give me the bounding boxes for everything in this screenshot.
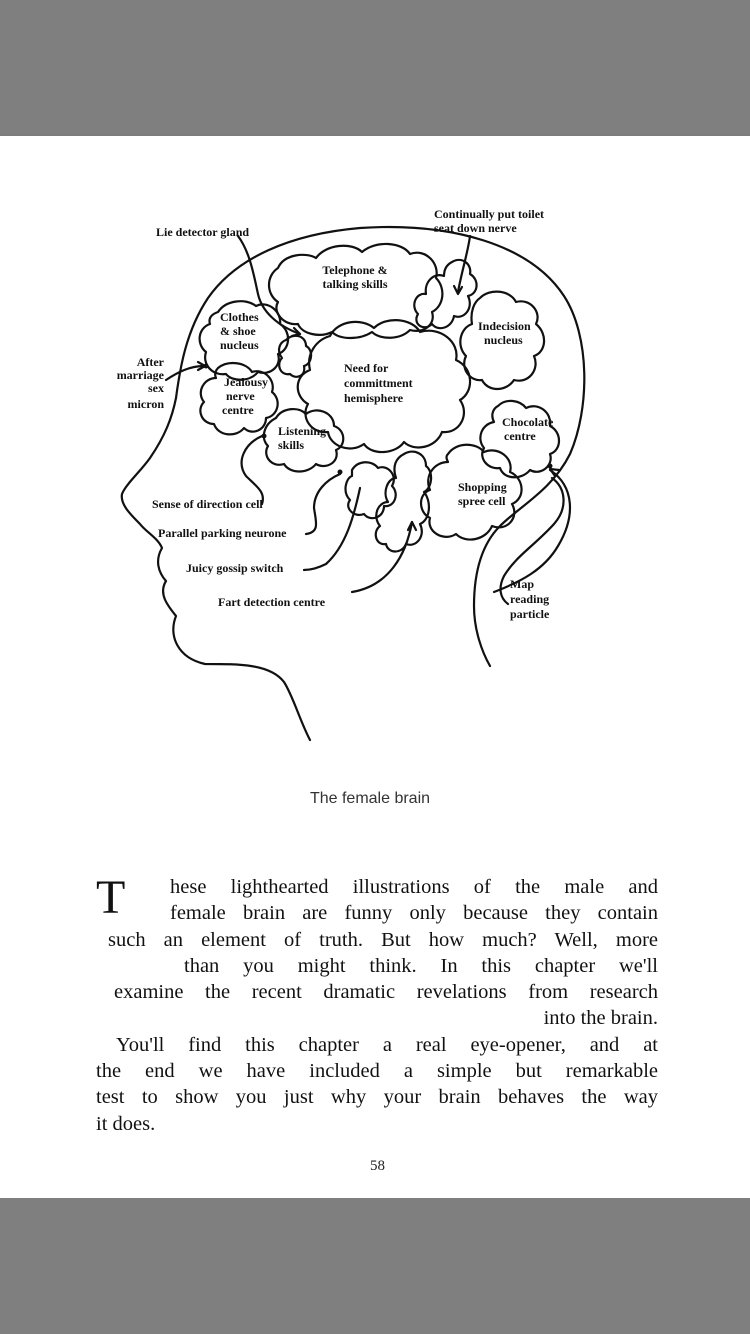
label-jealousy-1: Jealousy: [224, 375, 269, 389]
paragraph-1-line-4: than you might think. In this chapter we…: [184, 954, 658, 977]
label-shopping-1: Shopping: [458, 480, 507, 494]
toilet-lobe: [413, 258, 478, 330]
label-shopping-2: spree cell: [458, 494, 506, 508]
paragraph-1-line-5: examine the recent dramatic revelations …: [114, 981, 658, 1004]
paragraph-2-line-3: test to show you just why your brain beh…: [96, 1086, 658, 1109]
label-clothes-2: & shoe: [220, 324, 256, 338]
indecision-lobe: [459, 290, 546, 391]
label-listening-1: Listening: [278, 424, 327, 438]
label-indecision-2: nucleus: [484, 333, 523, 347]
pointer-after-marriage: [164, 364, 206, 382]
commitment-lobe: [296, 319, 472, 454]
drop-cap: T: [96, 871, 126, 924]
label-parking: Parallel parking neurone: [158, 526, 287, 540]
chocolate-lobe: [479, 399, 561, 479]
label-jealousy-2: nerve: [226, 389, 255, 403]
fart-lobe: [374, 450, 433, 553]
label-chocolate-2: centre: [504, 429, 536, 443]
label-map-1: Map: [510, 577, 534, 591]
label-telephone-2: talking skills: [322, 277, 388, 291]
label-commitment-1: Need for: [344, 361, 389, 375]
label-clothes-1: Clothes: [220, 310, 259, 324]
female-brain-illustration: Lie detector gland Continually put toile…: [0, 136, 750, 776]
label-telephone-1: Telephone &: [322, 263, 388, 277]
reader-bottom-bar: [0, 1198, 750, 1334]
pointer-lie-detector: [236, 234, 302, 336]
label-toilet-seat-1: Continually put toilet: [434, 207, 545, 221]
label-direction: Sense of direction cell: [152, 497, 263, 511]
dot-parking: [337, 469, 343, 475]
shopping-lobe: [419, 443, 523, 541]
ear-curve: [499, 476, 565, 606]
dot-map: [547, 463, 553, 469]
head-drawing: [120, 225, 586, 742]
label-commitment-3: hemisphere: [344, 391, 404, 405]
jealousy-lobe: [199, 362, 279, 436]
figure-caption: The female brain: [309, 790, 431, 807]
label-chocolate-1: Chocolate: [502, 415, 554, 429]
paragraph-2-line-4: it does.: [96, 1112, 156, 1135]
dot-direction: [261, 433, 267, 439]
label-gossip: Juicy gossip switch: [186, 561, 284, 575]
paragraph-1-line-2: female brain are funny only because they…: [170, 902, 658, 925]
paragraph-1-line-1: hese lighthearted illustrations of the m…: [170, 876, 658, 898]
label-after-marriage-4: micron: [127, 397, 164, 411]
label-jealousy-3: centre: [222, 403, 254, 417]
pointer-fart: [350, 520, 414, 594]
label-map-2: reading: [510, 592, 550, 606]
pointer-map: [492, 468, 571, 594]
label-toilet-seat-2: seat down nerve: [434, 221, 517, 235]
label-after-marriage-3: sex: [148, 381, 164, 395]
label-commitment-2: committment: [344, 376, 413, 390]
listening-lobe: [262, 408, 345, 473]
label-after-marriage-1: After: [136, 355, 164, 369]
paragraph-2-line-1: You'll find this chapter a real eye-open…: [116, 1033, 658, 1056]
paragraph-2-line-2: the end we have included a simple but re…: [96, 1060, 658, 1083]
label-listening-2: skills: [278, 438, 305, 452]
label-fart: Fart detection centre: [218, 595, 326, 609]
body-text: hese lighthearted illustrations of the m…: [96, 874, 658, 1137]
page-number: 58: [370, 1158, 385, 1174]
label-after-marriage-2: marriage: [116, 368, 164, 382]
label-indecision-1: Indecision: [478, 319, 531, 333]
pointer-direction: [240, 434, 264, 506]
label-map-3: particle: [510, 607, 550, 621]
dot-after-marriage: [203, 363, 209, 369]
paragraph-1-line-3: such an element of truth. But how much? …: [108, 928, 658, 951]
pointer-parking: [304, 472, 342, 536]
label-lie-detector: Lie detector gland: [156, 225, 250, 239]
pointer-gossip: [302, 486, 362, 572]
head-outline: [120, 225, 586, 742]
paragraph-1-line-6: into the brain.: [543, 1007, 658, 1030]
reader-top-bar: [0, 0, 750, 136]
gossip-lobe: [344, 461, 397, 520]
pointer-toilet: [456, 234, 472, 294]
label-clothes-3: nucleus: [220, 338, 259, 352]
book-page[interactable]: Lie detector gland Continually put toile…: [0, 136, 750, 1198]
